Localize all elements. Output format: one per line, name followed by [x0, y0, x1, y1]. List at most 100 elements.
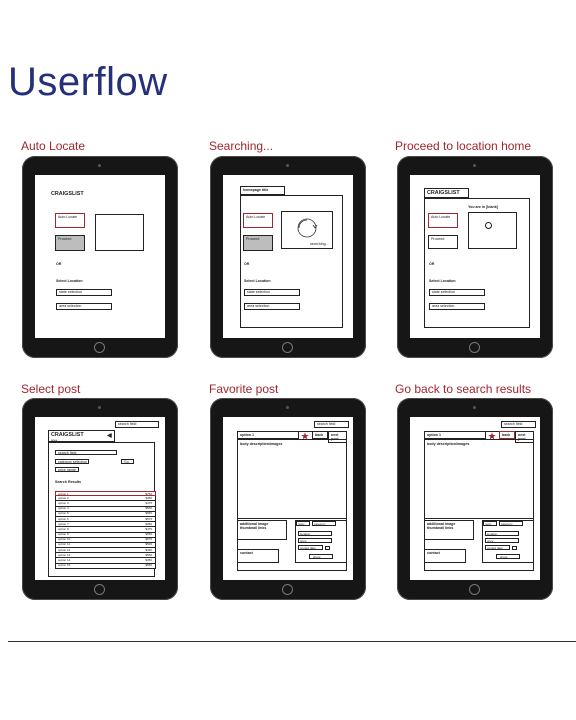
wire-header: CRAIGSLIST area ◀ [48, 430, 115, 442]
back-arrow-icon[interactable]: ◀ [107, 433, 112, 439]
wire-body-box: body description/images [424, 439, 534, 519]
wire-app-name: CRAIGSLIST [427, 190, 460, 196]
wire-proceed-button[interactable]: Proceed [243, 235, 273, 251]
wire-search-field[interactable]: search field [115, 421, 159, 428]
favorite-star-icon[interactable] [301, 432, 309, 440]
wire-you-are-in: You are in [blank] [468, 205, 498, 209]
result-row[interactable]: option 5$650 [55, 511, 156, 517]
result-row[interactable]: option 12 $430 [55, 547, 156, 554]
wire-back-button[interactable]: back [312, 431, 328, 439]
wire-proceed-button[interactable]: Proceed [55, 235, 85, 251]
wire-search-field[interactable]: search field [501, 421, 536, 428]
wire-label: additional image thumbnail links [240, 522, 269, 530]
wire-next-post-button[interactable]: next post [328, 431, 347, 443]
wire-proceed-button[interactable]: Proceed [428, 235, 458, 249]
wire-thumbnail-links[interactable]: additional image thumbnail links [424, 520, 474, 540]
wire-price: price [298, 538, 332, 543]
result-name: option 5 [58, 511, 69, 516]
wire-auto-locate-button[interactable]: Auto Locate [243, 213, 273, 228]
wire-body-box: body description/images [237, 439, 347, 519]
result-row[interactable]: option 2 $450 [55, 495, 156, 502]
step-title-go-back: Go back to search results [395, 382, 532, 396]
wire-label: reply [485, 521, 492, 526]
wire-contact-box[interactable]: contact [237, 549, 279, 563]
wire-label: search field [118, 422, 137, 426]
wire-label: Auto Locate [58, 215, 78, 219]
result-row[interactable]: option 3$475 [55, 501, 156, 507]
camera-dot [98, 406, 101, 409]
wire-details-box [295, 520, 347, 563]
wire-price-range[interactable]: price range [55, 467, 79, 472]
wire-modal-frame [424, 198, 530, 328]
home-button [469, 584, 480, 595]
location-pin-icon [485, 222, 492, 229]
wire-go-button[interactable]: Go [121, 459, 134, 464]
wire-label: location [300, 531, 311, 536]
wire-reply-button[interactable]: reply [483, 521, 497, 526]
result-name: option 8 [58, 526, 69, 531]
result-name: option 4 [58, 506, 69, 511]
result-row[interactable]: option 1$750 [55, 491, 156, 497]
wire-next-post-button[interactable]: next post [515, 431, 534, 443]
wire-search-field[interactable]: search field [55, 450, 117, 455]
result-row[interactable]: option 6$575 [55, 516, 156, 523]
result-price: $430 [145, 547, 152, 552]
result-name: option 12 [58, 547, 71, 552]
wire-area-selection[interactable]: area selection [56, 303, 112, 310]
wire-state-selection[interactable]: state selection [56, 289, 112, 296]
wire-modal-frame [240, 195, 343, 328]
wireframe-screen: CRAIGSLIST Auto Locate Proceed You are i… [410, 175, 540, 338]
wire-posted-date: posted date [485, 545, 510, 550]
footer-divider [8, 641, 576, 642]
result-row[interactable]: option 10$675 [55, 537, 156, 543]
result-row[interactable]: option 7$350 [55, 521, 156, 528]
wire-state-selection[interactable]: state selection [244, 289, 300, 296]
wire-auto-locate-button[interactable]: Auto Locate [428, 213, 458, 228]
wire-details-box [482, 520, 534, 563]
result-row[interactable]: option 4$500 [55, 506, 156, 512]
wire-area-selection[interactable]: area selection [244, 303, 300, 310]
wire-label: category [501, 521, 513, 526]
result-price: $350 [145, 521, 152, 526]
wire-search-field[interactable]: search field [314, 421, 349, 428]
wire-map-box [95, 214, 144, 251]
result-row[interactable]: option 11$500 [55, 542, 156, 549]
wire-state-selection[interactable]: state selection [429, 289, 485, 296]
wire-label: option 1 [427, 433, 441, 437]
wire-label: option 1 [240, 433, 254, 437]
wire-thumbnail-links[interactable]: additional image thumbnail links [237, 520, 287, 540]
result-row[interactable]: option 9$650 [55, 532, 156, 538]
wire-label: next post [331, 433, 339, 441]
wire-back-button[interactable]: back [499, 431, 515, 439]
step-title-searching: Searching... [209, 139, 274, 153]
wire-post-title-bar: option 1 [424, 431, 486, 439]
step-title-select-post: Select post [21, 382, 81, 396]
result-row[interactable]: option 14$350 [55, 558, 156, 564]
favorite-star-icon[interactable] [488, 432, 496, 440]
wire-contact-box[interactable]: contact [424, 549, 466, 563]
tablet-favorite-post: search field option 1 back next post bod… [210, 398, 366, 600]
result-row[interactable]: option 13$550 [55, 553, 156, 559]
wire-reply-button[interactable]: reply [296, 521, 310, 526]
wire-share-button[interactable]: share [309, 554, 333, 559]
wire-checkbox[interactable] [325, 546, 330, 550]
wire-share-button[interactable]: share [496, 554, 520, 559]
result-row[interactable]: option 15$650 [55, 563, 156, 569]
wire-auto-locate-button[interactable]: Auto Locate [55, 213, 85, 228]
result-price: $450 [145, 495, 152, 500]
camera-dot [473, 164, 476, 167]
result-price: $750 [145, 491, 152, 496]
result-name: option 10 [58, 537, 71, 542]
result-name: option 2 [58, 495, 69, 500]
wire-area-selection[interactable]: area selection [429, 303, 485, 310]
wire-label: reply [298, 521, 305, 526]
result-row[interactable]: option 8$475 [55, 526, 156, 533]
wire-label: contact [240, 551, 253, 555]
wire-category-selection[interactable]: category selection [55, 459, 89, 464]
wire-checkbox[interactable] [512, 546, 517, 550]
wire-label: Auto Locate [431, 215, 451, 219]
camera-dot [473, 406, 476, 409]
wire-label: body description/images [240, 442, 283, 446]
wire-label: price [300, 538, 307, 543]
